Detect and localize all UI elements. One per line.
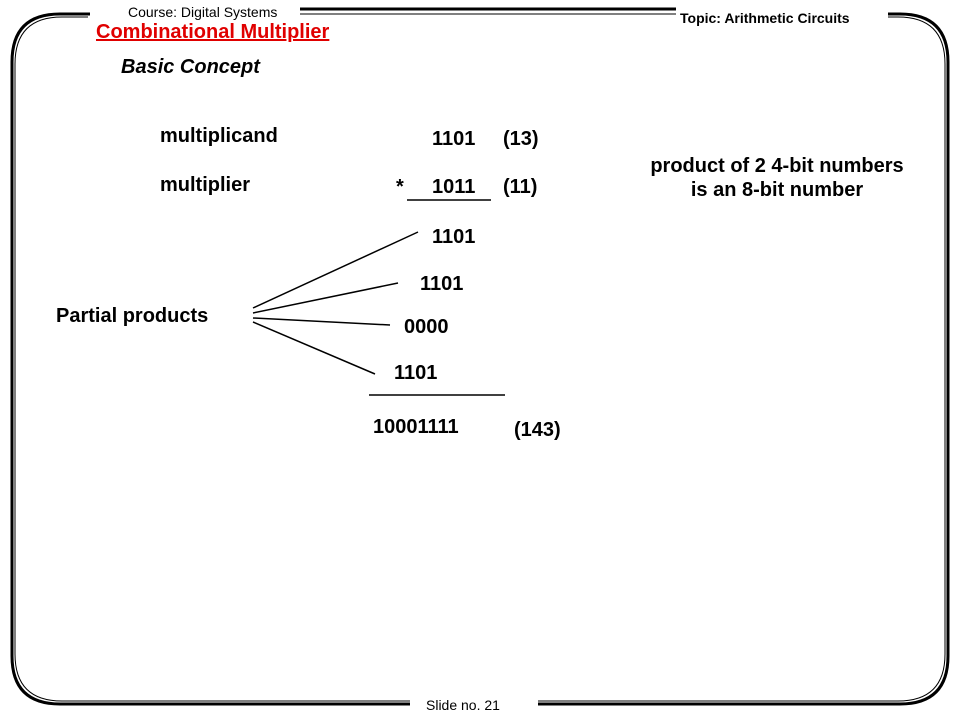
slide-number: Slide no. 21 [426, 697, 500, 713]
partial-products-label: Partial products [56, 305, 209, 327]
multiplicand-label: multiplicand [160, 125, 278, 147]
pointer-line-1 [252, 231, 419, 309]
partial-product: 0000 [404, 316, 449, 338]
multiplicand-decimal: (13) [503, 128, 539, 150]
frame-border-inner [14, 16, 946, 702]
multiplier-label: multiplier [160, 174, 251, 196]
multiplier-decimal: (11) [503, 176, 538, 198]
pointer-line-4 [252, 321, 376, 375]
course-label: Course: Digital Systems [128, 4, 278, 20]
partial-product: 1101 [432, 226, 476, 248]
pointer-line-3 [252, 317, 391, 326]
slide-title: Combinational Multiplier [96, 21, 330, 43]
product-note-line1: product of 2 4-bit numbers [650, 155, 904, 177]
multiply-operator: * [396, 176, 404, 198]
multiplicand-value: 1101 [432, 128, 476, 150]
frame-border [10, 12, 950, 706]
product-decimal: (143) [514, 419, 561, 441]
product-value: 10001111 [373, 416, 459, 438]
partial-product: 1101 [420, 273, 464, 295]
multiplier-value: 1011 [432, 176, 476, 198]
partial-product: 1101 [394, 362, 438, 384]
product-note-line2: is an 8-bit number [690, 179, 864, 201]
topic-label: Topic: Arithmetic Circuits [680, 10, 850, 26]
product-note: product of 2 4-bit numbers is an 8-bit n… [622, 154, 932, 202]
slide-subtitle: Basic Concept [121, 56, 260, 78]
pointer-line-2 [252, 282, 399, 314]
